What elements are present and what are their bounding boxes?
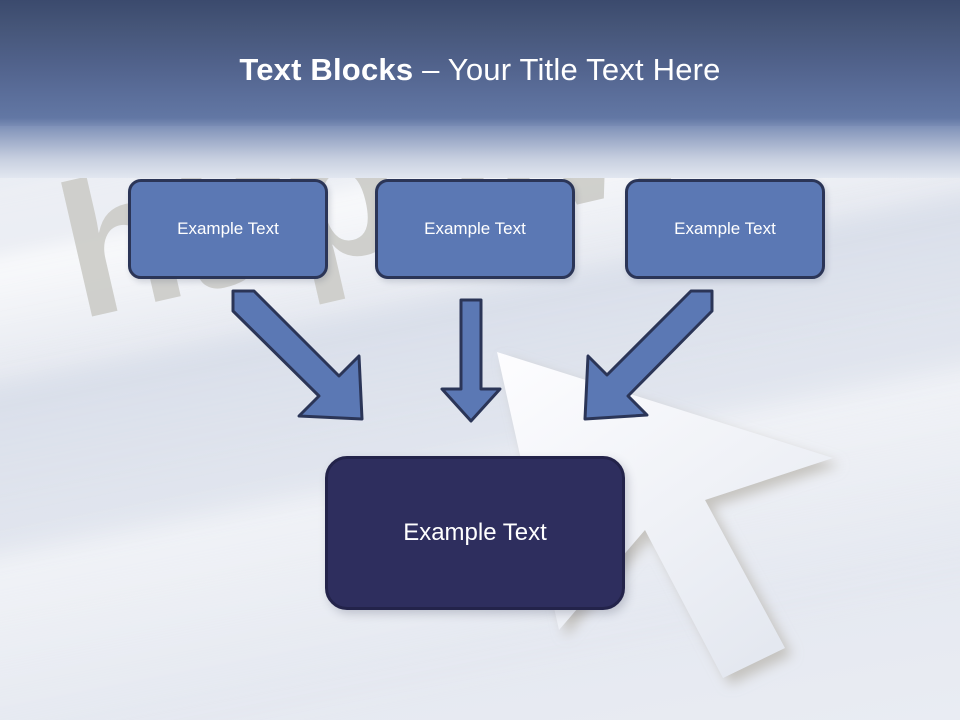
text-block-1-label: Example Text: [177, 219, 279, 238]
text-block-2[interactable]: Example Text: [375, 179, 575, 279]
page-title-separator: –: [413, 52, 448, 87]
page-title: Text Blocks – Your Title Text Here: [0, 52, 960, 88]
text-block-2-label: Example Text: [424, 219, 526, 238]
result-text-block[interactable]: Example Text: [325, 456, 625, 610]
title-banner: [0, 0, 960, 128]
text-block-3[interactable]: Example Text: [625, 179, 825, 279]
title-banner-fade: [0, 126, 960, 178]
page-title-bold: Text Blocks: [239, 52, 414, 87]
text-block-3-label: Example Text: [674, 219, 776, 238]
result-text-block-label: Example Text: [403, 519, 547, 546]
page-title-rest: Your Title Text Here: [447, 52, 721, 87]
text-block-1[interactable]: Example Text: [128, 179, 328, 279]
